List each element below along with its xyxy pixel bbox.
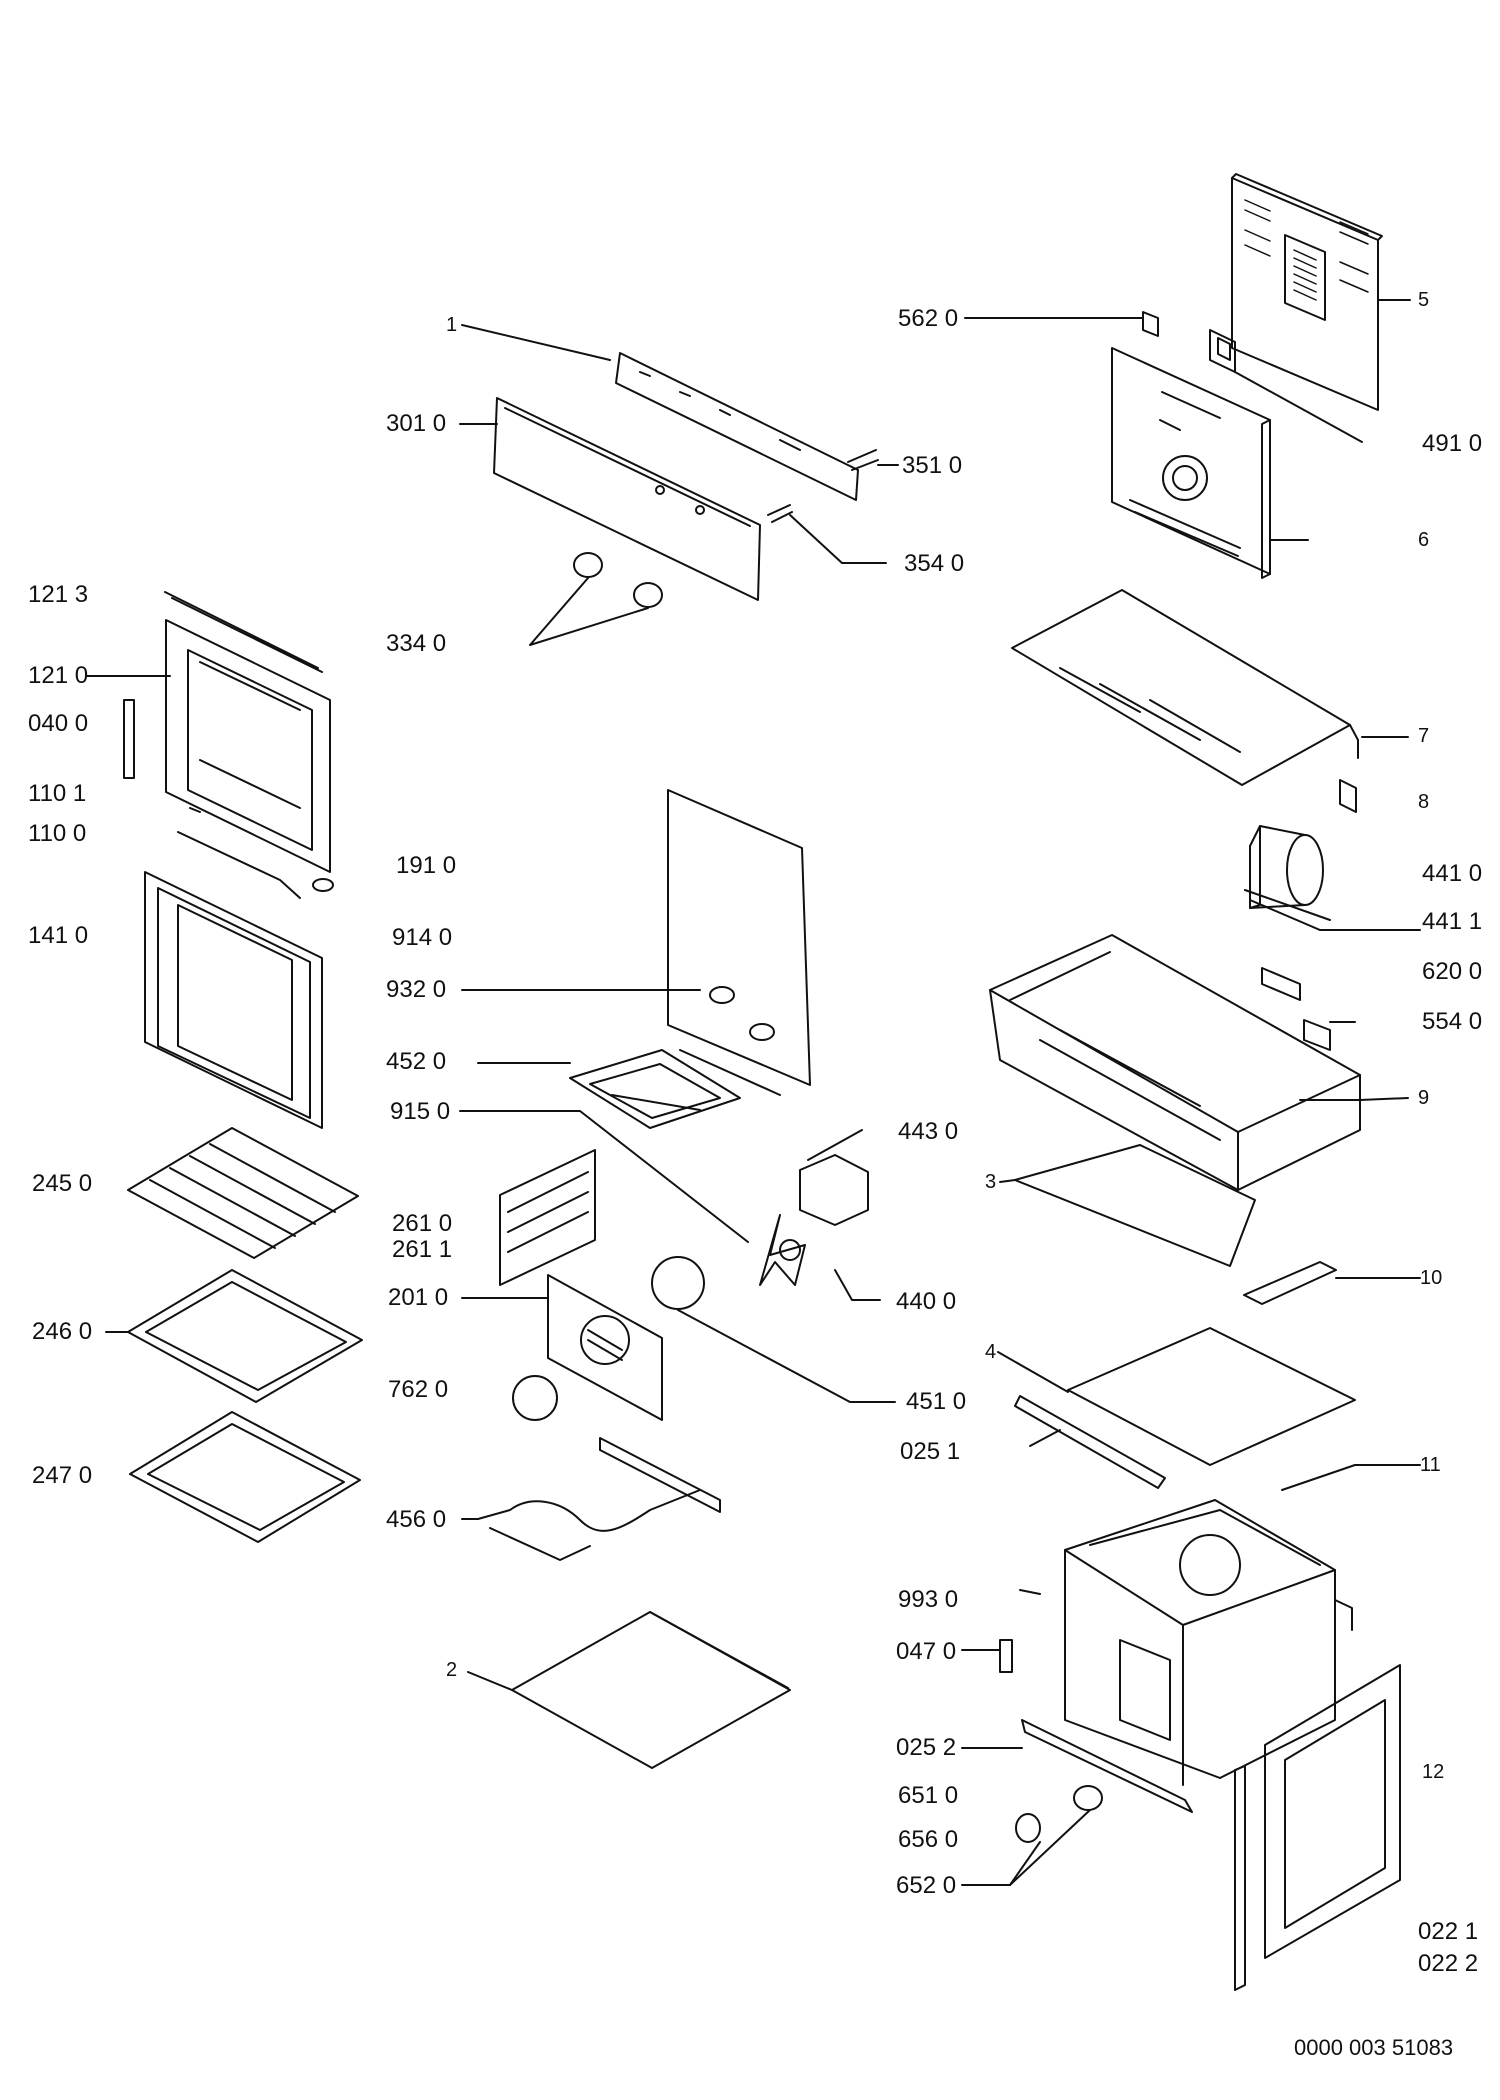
label-491-0: 491 0 [1422, 430, 1483, 457]
part-651-knob-assembly [961, 1785, 1103, 1886]
label-5: 5 [1418, 289, 1430, 311]
label-040-0: 040 0 [28, 710, 89, 737]
part-762-round-plate [512, 1375, 558, 1421]
part-452-grill-element [459, 986, 775, 1243]
part-11-rod [1281, 1464, 1421, 1491]
part-247-deep-tray [129, 1411, 361, 1543]
part-141-door-panel [144, 871, 323, 1129]
label-451-0: 451 0 [906, 1388, 967, 1415]
part-6-rear-wall [964, 311, 1363, 579]
part-0251-rail [1014, 1395, 1166, 1489]
label-191-0: 191 0 [396, 852, 457, 879]
label-932-0: 932 0 [386, 976, 447, 1003]
label-110-1: 110 1 [28, 780, 87, 807]
label-201-0: 201 0 [388, 1284, 449, 1311]
part-191-glass-plate [667, 789, 811, 1096]
label-914-0: 914 0 [392, 924, 453, 951]
label-993-0: 993 0 [898, 1586, 959, 1613]
part-620-switch [1261, 967, 1356, 1051]
label-025-1: 025 1 [900, 1438, 961, 1465]
part-201-fan-cover [461, 1274, 663, 1421]
label-4: 4 [985, 1341, 997, 1363]
label-2: 2 [446, 1659, 458, 1681]
document-number: 0000 003 51083 [1294, 2035, 1454, 2060]
label-656-0: 656 0 [898, 1826, 959, 1853]
label-651-0: 651 0 [898, 1782, 959, 1809]
label-12: 12 [1422, 1761, 1445, 1783]
part-9-cavity-tray [989, 934, 1409, 1191]
part-1-control-panel [459, 324, 899, 646]
part-3-air-guide [999, 1144, 1256, 1267]
label-334-0: 334 0 [386, 630, 447, 657]
label-247-0: 247 0 [32, 1462, 93, 1489]
label-456-0: 456 0 [386, 1506, 447, 1533]
part-10-bracket [1243, 1261, 1421, 1305]
part-441-tangential-fan [1244, 779, 1421, 931]
part-245-wire-rack [127, 1127, 359, 1259]
label-121-3: 121 3 [28, 581, 89, 608]
label-301-0: 301 0 [386, 410, 447, 437]
label-554-0: 554 0 [1422, 1008, 1483, 1035]
label-245-0: 245 0 [32, 1170, 93, 1197]
label-354-0: 354 0 [904, 550, 965, 577]
label-047-0: 047 0 [896, 1638, 957, 1665]
part-12-front-frame [1234, 1664, 1401, 1991]
label-1: 1 [446, 314, 458, 336]
label-261-0: 261 0 [392, 1210, 453, 1237]
cavity-box [1064, 1499, 1353, 1786]
part-4-panel [997, 1327, 1356, 1466]
part-456-lower-element [461, 1437, 721, 1561]
label-261-1: 261 1 [392, 1236, 453, 1263]
label-121-0: 121 0 [28, 662, 89, 689]
part-7-top-cover [1011, 589, 1409, 786]
label-10: 10 [1420, 1267, 1443, 1289]
label-562-0: 562 0 [898, 305, 959, 332]
label-246-0: 246 0 [32, 1318, 93, 1345]
label-441-1: 441 1 [1422, 908, 1483, 935]
label-025-2: 025 2 [896, 1734, 957, 1761]
part-2-bottom-plate [467, 1611, 791, 1769]
part-121-door-frame [85, 591, 334, 899]
part-246-tray [105, 1269, 363, 1403]
label-440-0: 440 0 [896, 1288, 957, 1315]
label-9: 9 [1418, 1087, 1430, 1109]
label-3: 3 [985, 1171, 997, 1193]
label-351-0: 351 0 [902, 452, 963, 479]
label-620-0: 620 0 [1422, 958, 1483, 985]
label-8: 8 [1418, 791, 1430, 813]
label-022-2: 022 2 [1418, 1950, 1479, 1977]
part-5-back-panel [1231, 173, 1411, 411]
label-110-0: 110 0 [28, 820, 87, 847]
part-443-fan-motor [759, 1129, 881, 1301]
label-7: 7 [1418, 725, 1430, 747]
part-261-side-rack [499, 1149, 596, 1286]
label-652-0: 652 0 [896, 1872, 957, 1899]
part-047-clip [961, 1589, 1041, 1673]
label-762-0: 762 0 [388, 1376, 449, 1403]
label-443-0: 443 0 [898, 1118, 959, 1145]
label-11: 11 [1420, 1454, 1441, 1476]
label-022-1: 022 1 [1418, 1918, 1479, 1945]
label-6: 6 [1418, 529, 1430, 551]
label-915-0: 915 0 [390, 1098, 451, 1125]
label-141-0: 141 0 [28, 922, 89, 949]
part-451-fan-ring [651, 1256, 896, 1403]
label-441-0: 441 0 [1422, 860, 1483, 887]
part-0252-rail [961, 1719, 1193, 1813]
label-452-0: 452 0 [386, 1048, 447, 1075]
